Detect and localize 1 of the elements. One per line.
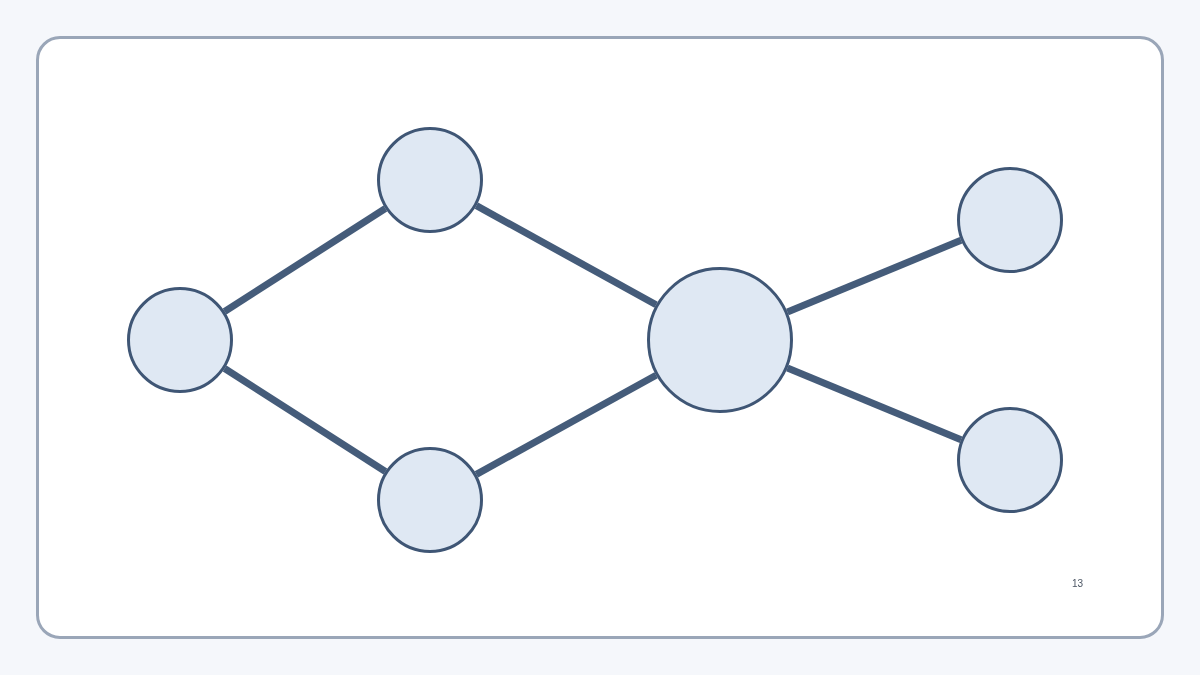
page-number: 13 — [1072, 577, 1084, 591]
